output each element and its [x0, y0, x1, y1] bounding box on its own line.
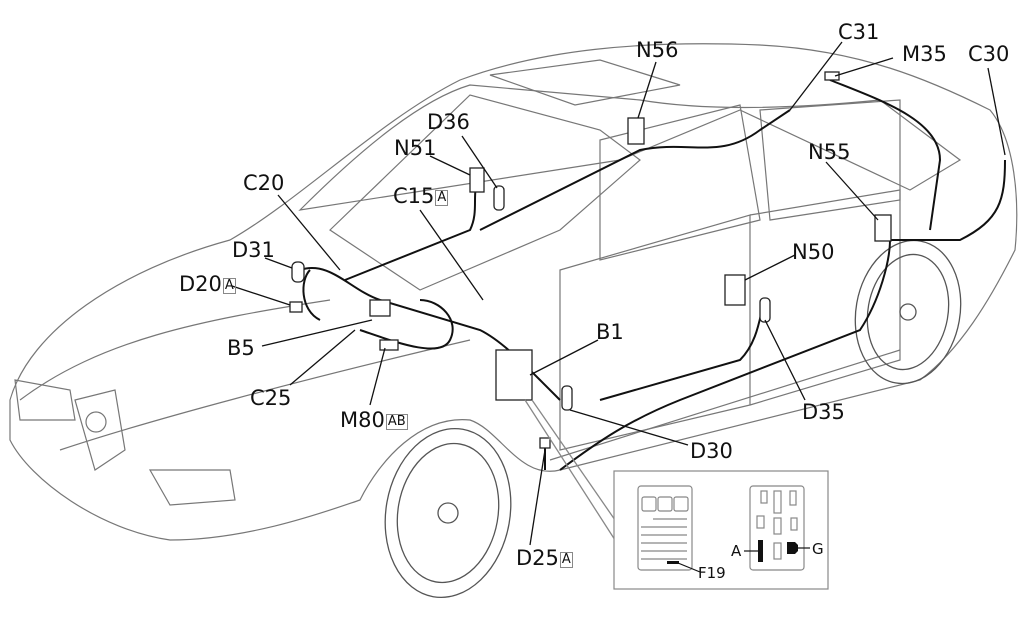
label-c15-text: C15 — [393, 184, 435, 208]
component-d25 — [539, 437, 551, 449]
label-d35: D35 — [802, 400, 845, 424]
label-c25: C25 — [250, 386, 292, 410]
label-d25-suffix: A — [559, 552, 573, 568]
label-n55: N55 — [808, 140, 851, 164]
label-c30: C30 — [968, 42, 1010, 66]
label-m80-text: M80 — [340, 408, 385, 432]
component-b5 — [369, 299, 391, 317]
component-n51 — [469, 167, 485, 193]
label-c20: C20 — [243, 171, 285, 195]
component-n55 — [874, 214, 892, 242]
label-c31: C31 — [838, 20, 880, 44]
label-d20-suffix: A — [222, 278, 236, 294]
label-m35: M35 — [902, 42, 947, 66]
component-n56 — [627, 117, 645, 145]
component-d35 — [759, 297, 771, 323]
component-d20 — [289, 301, 303, 313]
component-m35 — [824, 71, 840, 81]
label-m80-suffix: AB — [385, 414, 408, 430]
component-m80 — [379, 339, 399, 351]
component-d31 — [291, 261, 305, 283]
label-d30: D30 — [690, 439, 733, 463]
label-n51: N51 — [394, 136, 437, 160]
label-relay-g: G — [812, 540, 824, 558]
label-f19: F19 — [698, 564, 726, 582]
label-b5: B5 — [227, 336, 255, 360]
fuse-box-inset — [613, 470, 829, 590]
component-d36 — [493, 185, 505, 211]
label-relay-a: A — [731, 542, 742, 560]
label-c15-suffix: A — [435, 190, 449, 206]
label-b1: B1 — [596, 320, 624, 344]
label-d20-text: D20 — [179, 272, 222, 296]
label-d31: D31 — [232, 238, 275, 262]
component-b1 — [495, 349, 533, 401]
label-d36: D36 — [427, 110, 470, 134]
label-n56: N56 — [636, 38, 679, 62]
label-d25-text: D25 — [516, 546, 559, 570]
component-n50 — [724, 274, 746, 306]
component-d30 — [561, 385, 573, 411]
label-n50: N50 — [792, 240, 835, 264]
